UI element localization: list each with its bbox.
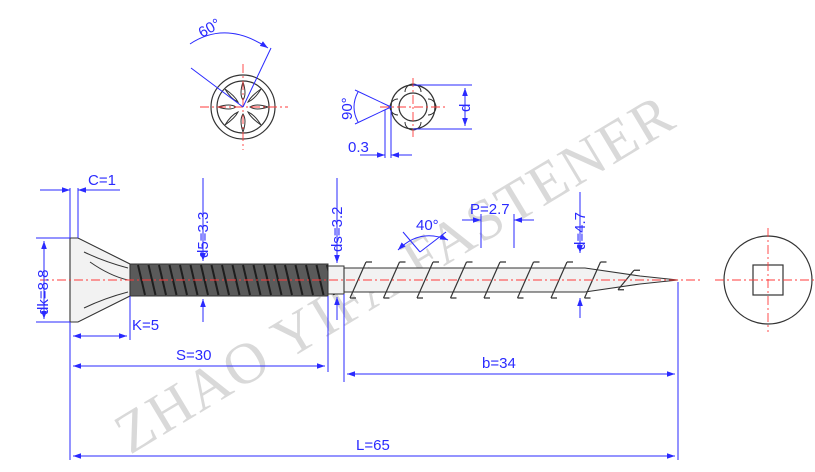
d-label: d=4.7 bbox=[572, 212, 589, 250]
end-view bbox=[715, 228, 815, 332]
knurl-groove bbox=[231, 264, 241, 296]
thread-crest bbox=[383, 261, 406, 299]
d5-label: d5=3.3 bbox=[195, 212, 212, 258]
dk-label: dk=8.8 bbox=[35, 270, 52, 315]
thread-flight bbox=[416, 261, 434, 299]
head-flutes bbox=[83, 251, 129, 309]
knurl-groove bbox=[221, 264, 230, 296]
ds-label: ds=3.2 bbox=[329, 207, 346, 252]
screw-side-view: dk=8.8 C=1 K=5 d5=3.3 ds=3.2 S=30 b=34 L… bbox=[35, 172, 700, 460]
thread-flight bbox=[550, 261, 568, 299]
section-d-label: d bbox=[457, 104, 474, 112]
thread-crest bbox=[417, 261, 439, 299]
thread-angle-label: 40° bbox=[416, 217, 439, 234]
thread-flight bbox=[449, 261, 468, 299]
thread-crest bbox=[484, 261, 506, 299]
knurl-groove bbox=[284, 264, 293, 296]
knurl-groove bbox=[305, 264, 314, 296]
recess-angle-label: 60° bbox=[196, 15, 224, 41]
thread-crest bbox=[618, 269, 640, 291]
point-angle-label: 90° bbox=[339, 97, 356, 120]
knurl-groove bbox=[137, 264, 146, 296]
knurl-groove bbox=[147, 264, 157, 296]
head-recess-view: 60° bbox=[189, 15, 288, 150]
knurl-groove bbox=[200, 264, 209, 296]
thread-flight bbox=[516, 261, 535, 299]
shank-section-view: d 90° 0.3 bbox=[339, 78, 474, 158]
k-label: K=5 bbox=[132, 317, 159, 334]
thread-crest bbox=[551, 261, 573, 299]
thread-crest bbox=[584, 261, 607, 299]
c-label: C=1 bbox=[88, 172, 116, 189]
thread-flight bbox=[382, 261, 401, 299]
knurl-groove bbox=[168, 264, 178, 296]
thread-crest bbox=[350, 261, 372, 299]
thread-crest bbox=[517, 261, 540, 299]
thread-flight bbox=[483, 261, 501, 299]
s-label: S=30 bbox=[176, 347, 211, 364]
l-label: L=65 bbox=[356, 437, 390, 454]
p-label: P=2.7 bbox=[470, 201, 510, 218]
b-label: b=34 bbox=[482, 355, 516, 372]
rib-label: 0.3 bbox=[348, 139, 369, 156]
thread-crest bbox=[450, 261, 473, 299]
